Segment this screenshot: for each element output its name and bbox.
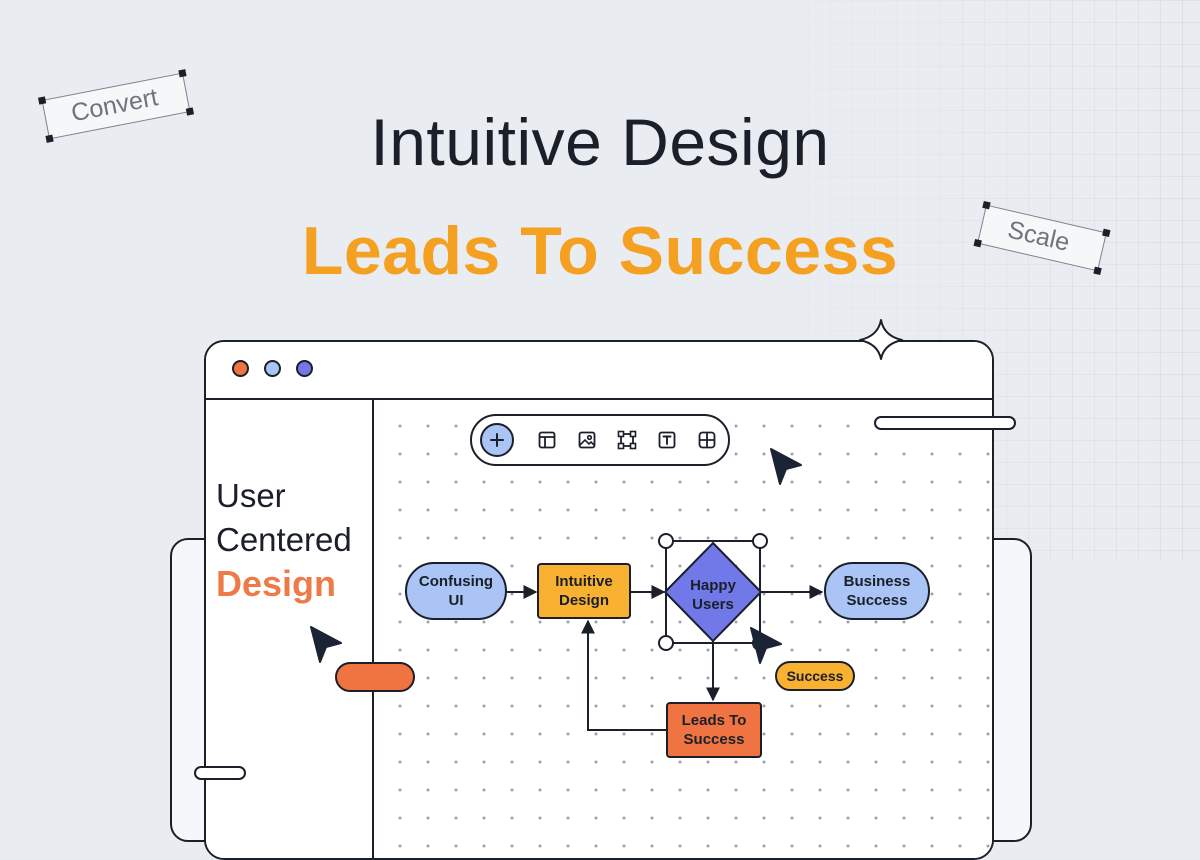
success-badge[interactable]: Success <box>775 661 855 691</box>
dotted-canvas[interactable] <box>374 400 992 858</box>
resize-handle <box>37 96 47 105</box>
frame-select-icon[interactable] <box>610 423 644 457</box>
window-maximize-button[interactable] <box>296 360 313 377</box>
resize-handle <box>178 69 187 78</box>
hero-title: Intuitive Design <box>370 105 830 179</box>
orange-pill-button[interactable] <box>335 662 415 692</box>
image-icon[interactable] <box>570 423 604 457</box>
scroll-handle-right[interactable] <box>874 416 1016 430</box>
scale-tag-label: Scale <box>1004 215 1073 257</box>
canvas-toolbar <box>470 414 730 466</box>
resize-handle <box>185 107 195 116</box>
hero-subtitle: Leads To Success <box>301 213 899 289</box>
sidebar-heading-line-1: User <box>216 477 286 514</box>
scroll-handle-left[interactable] <box>194 766 246 780</box>
resize-handle <box>982 200 991 210</box>
sidebar-panel <box>206 400 374 858</box>
sidebar-heading-accent: Design <box>216 563 337 604</box>
window-close-button[interactable] <box>232 360 249 377</box>
plus-icon[interactable] <box>480 423 514 457</box>
resize-handle <box>45 134 54 143</box>
layout-icon[interactable] <box>530 423 564 457</box>
window-titlebar <box>206 342 992 400</box>
text-tool-icon[interactable] <box>650 423 684 457</box>
window-minimize-button[interactable] <box>264 360 281 377</box>
sidebar-heading-line-2: Centered <box>216 521 352 558</box>
grid-icon[interactable] <box>690 423 724 457</box>
sidebar-heading: User Centered Design <box>216 474 352 606</box>
